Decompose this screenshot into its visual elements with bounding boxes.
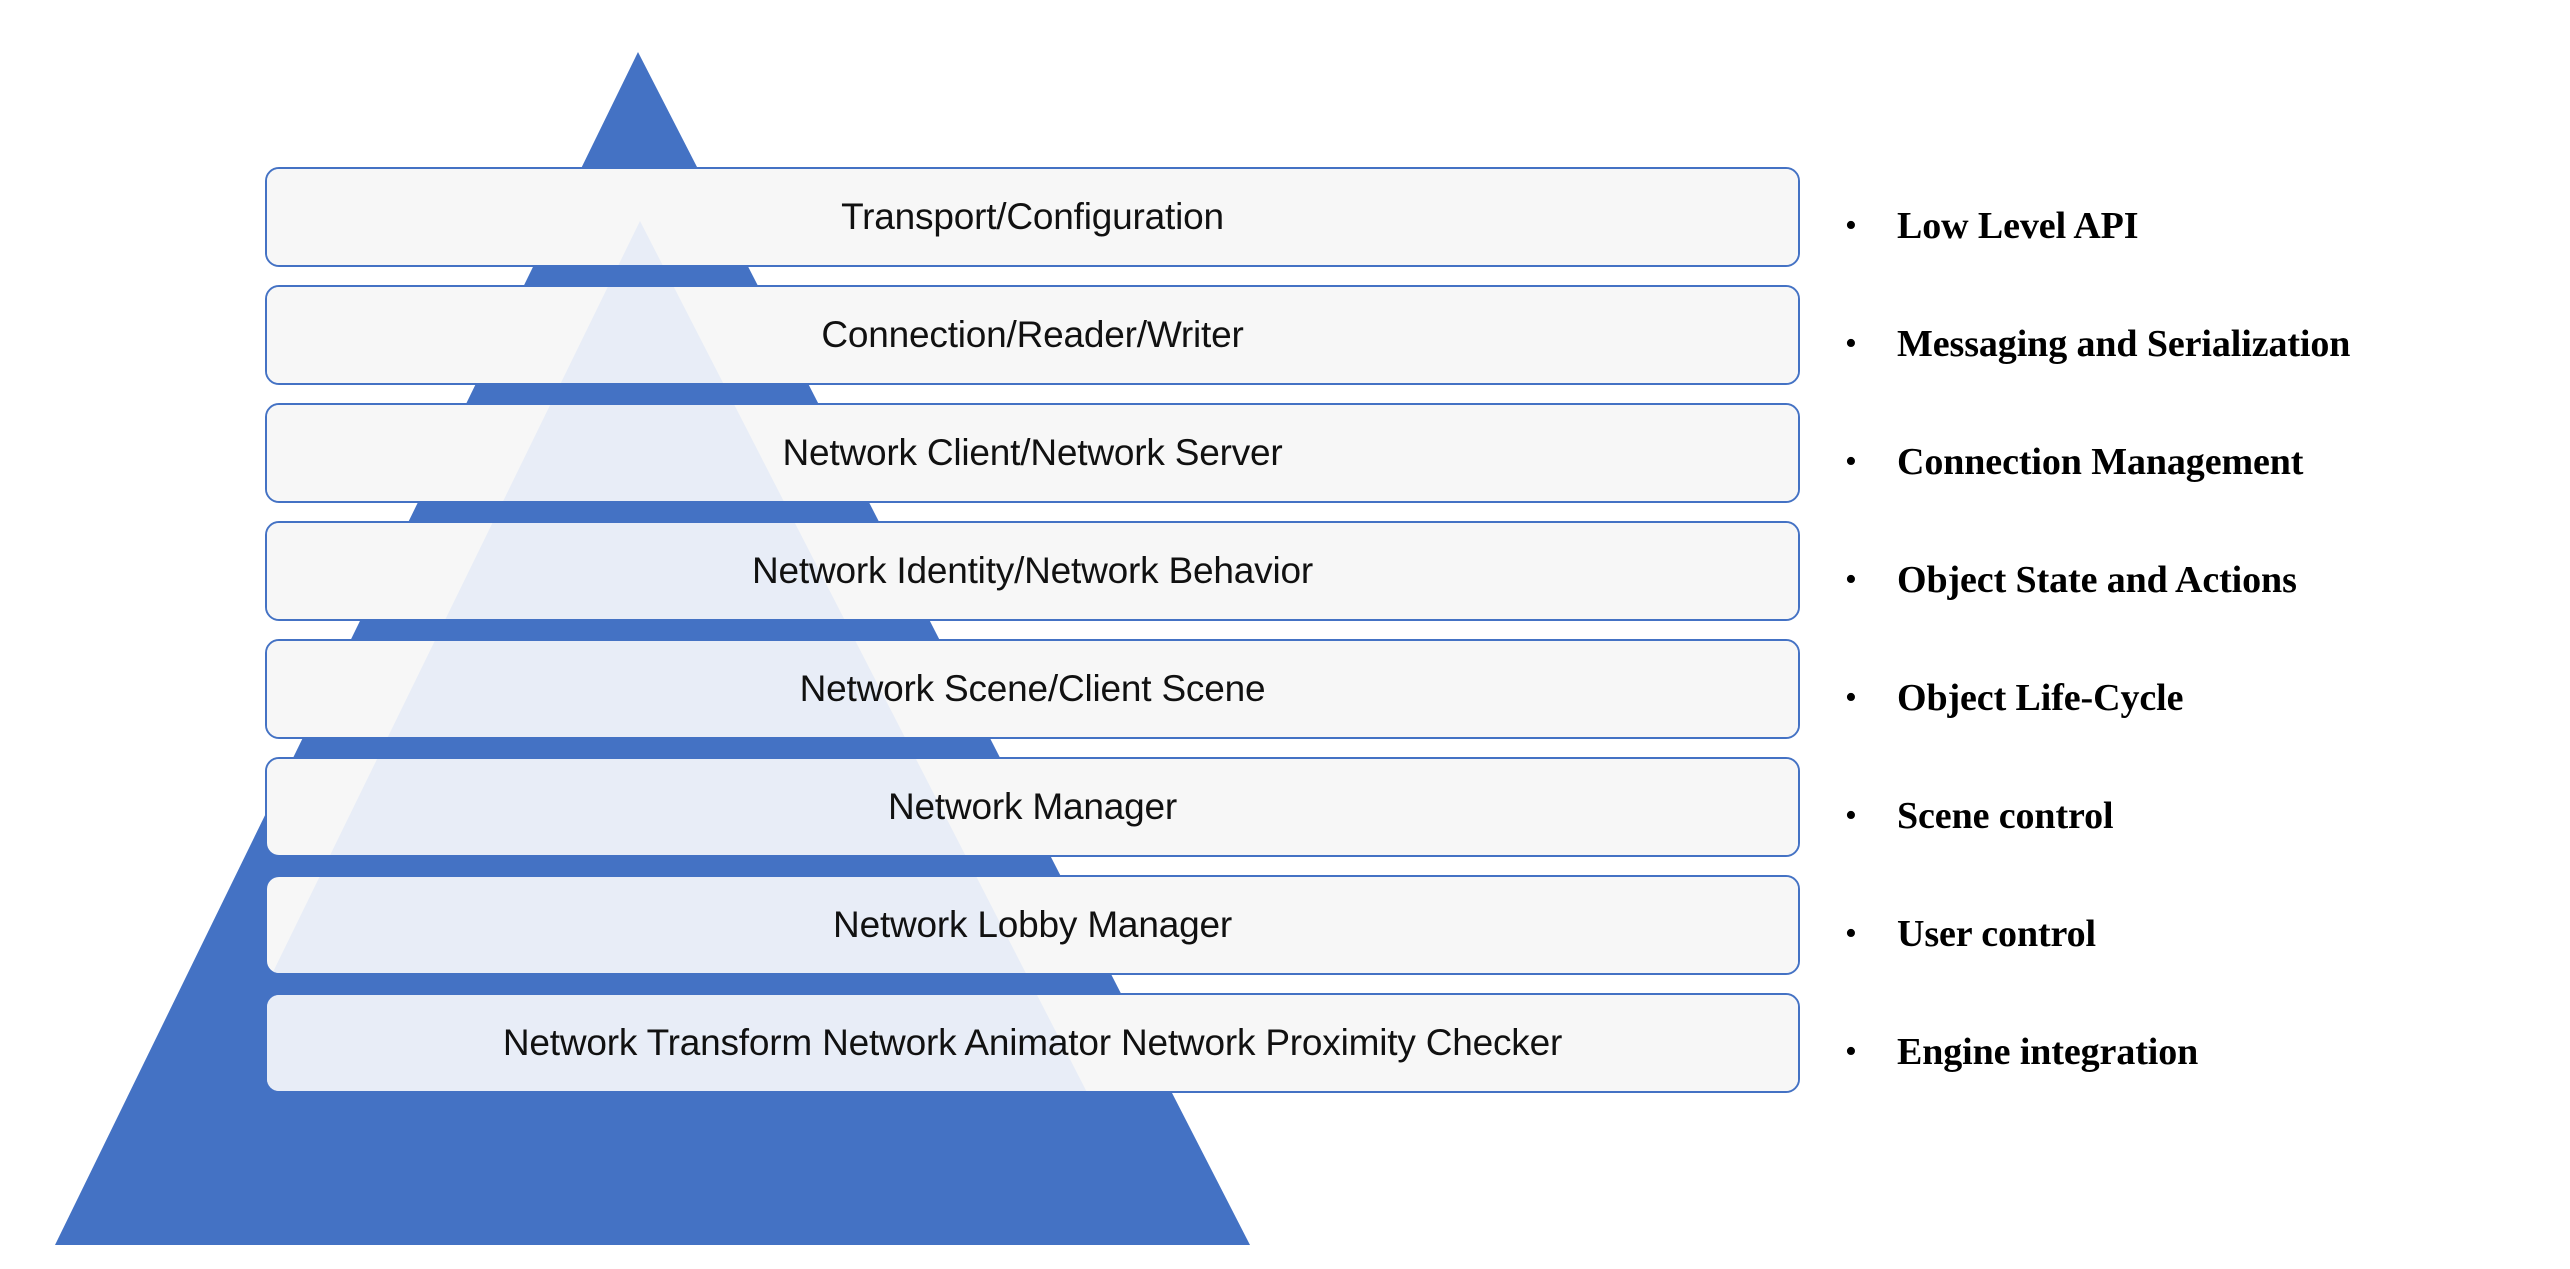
bullet-list-item: • Connection Management [1845,403,2545,521]
layer-box-label: Network Scene/Client Scene [799,668,1266,710]
bullet-list-item: • Scene control [1845,757,2545,875]
bullet-list-item: • Object State and Actions [1845,521,2545,639]
layer-box-background [267,169,1798,265]
bullet-list-item: • Engine integration [1845,993,2545,1111]
layer-box[interactable]: Connection/Reader/Writer [265,285,1800,385]
bullet-list-item-label: Connection Management [1897,441,2304,483]
layer-box[interactable]: Transport/Configuration [265,167,1800,267]
layer-box-label: Transport/Configuration [841,196,1224,238]
bullet-point-icon: • [1845,1033,1857,1070]
layer-box[interactable]: Network Scene/Client Scene [265,639,1800,739]
bullet-point-icon: • [1845,325,1857,362]
description-bullet-list: • Low Level API • Messaging and Serializ… [1845,167,2545,1111]
bullet-point-icon: • [1845,915,1857,952]
layer-box[interactable]: Network Lobby Manager [265,875,1800,975]
bullet-list-item-label: Messaging and Serialization [1897,323,2351,365]
layer-box-label: Network Client/Network Server [782,432,1283,474]
bullet-list-item-label: Object Life-Cycle [1897,677,2184,719]
layer-box[interactable]: Network Transform Network Animator Netwo… [265,993,1800,1093]
bullet-point-icon: • [1845,443,1857,480]
layer-box-label: Network Lobby Manager [833,904,1232,946]
bullet-list-item-label: Engine integration [1897,1031,2199,1073]
layer-box[interactable]: Network Identity/Network Behavior [265,521,1800,621]
bullet-list-item: • User control [1845,875,2545,993]
layer-box-label: Connection/Reader/Writer [821,314,1244,356]
layer-box[interactable]: Network Client/Network Server [265,403,1800,503]
bullet-list-item-label: Low Level API [1897,205,2139,247]
layer-box-label: Network Transform Network Animator Netwo… [502,1022,1563,1064]
layer-box-background [267,287,1798,383]
bullet-point-icon: • [1845,797,1857,834]
bullet-list-item-label: Scene control [1897,795,2114,837]
layer-box[interactable]: Network Manager [265,757,1800,857]
bullet-list-item: • Low Level API [1845,167,2545,285]
bullet-list-item: • Object Life-Cycle [1845,639,2545,757]
bullet-point-icon: • [1845,207,1857,244]
layer-box-label: Network Identity/Network Behavior [752,550,1313,592]
bullet-list-item: • Messaging and Serialization [1845,285,2545,403]
bullet-list-item-label: User control [1897,913,2096,955]
layer-box-stack: Transport/Configuration Connection/Reade… [265,167,1800,1111]
layer-box-label: Network Manager [887,786,1177,828]
bullet-point-icon: • [1845,679,1857,716]
bullet-point-icon: • [1845,561,1857,598]
bullet-list-item-label: Object State and Actions [1897,559,2297,601]
